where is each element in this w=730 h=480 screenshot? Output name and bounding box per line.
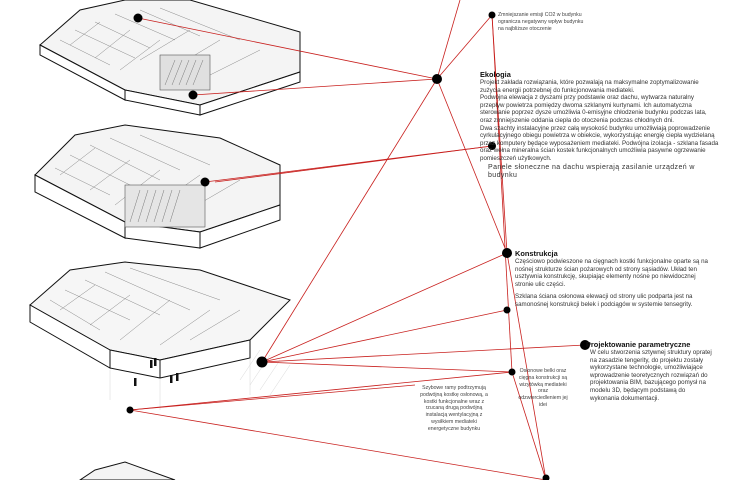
konstrukcja-paragraph-2: Szklana ściana osłonowa elewacji od stro…	[515, 293, 693, 308]
konstrukcja-title: Konstrukcja	[515, 249, 558, 258]
floor-slab-bottom	[79, 461, 176, 480]
parametryczne-paragraph-1: W celu stworzenia sztywnej struktury opr…	[590, 349, 712, 402]
ekologia-title: Ekologia	[480, 70, 511, 79]
floor-slab-second	[34, 124, 281, 249]
ekologia-panele: Panele słoneczne na dachu wspierają zasi…	[488, 163, 695, 180]
people-figures	[134, 358, 179, 386]
floor-slab-third	[29, 261, 291, 410]
floor-slab-top	[39, 0, 301, 116]
ekologia-paragraph-1: Projekt zakłada rozwiązania, które pozwa…	[480, 79, 699, 94]
parametryczne-section: Projektowanie parametryczne W celu stwor…	[586, 340, 712, 402]
oslonowe-note: Osłonowe belki oraz cięgna konstrukcji s…	[518, 368, 568, 408]
ekologia-section: Ekologia Projekt zakłada rozwiązania, kt…	[480, 70, 720, 181]
konstrukcja-paragraph-1: Częściowo podwieszone na cięgnach kostki…	[515, 258, 708, 288]
parametryczne-title: Projektowanie parametryczne	[586, 340, 691, 349]
co2-note: Zmniejszanie emisji CO2 w budynku ograni…	[498, 12, 584, 32]
ekologia-paragraph-3: Dwa szachty instalacyjne przez całą wyso…	[480, 124, 719, 162]
connection-nodes	[126, 11, 590, 480]
szyb-note: Szybowe ramy podtrzymują podwójną kostkę…	[420, 385, 488, 432]
konstrukcja-section: Konstrukcja Częściowo podwieszone na cię…	[515, 249, 715, 309]
ekologia-paragraph-2: Podwójna elewacja z dyszami przy podstaw…	[480, 94, 707, 124]
